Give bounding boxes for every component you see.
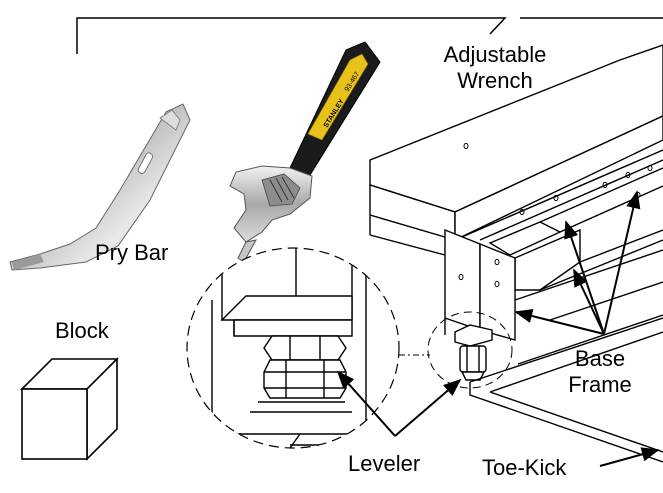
block-cube-drawing — [20, 357, 119, 461]
pointer-arrows — [336, 190, 660, 467]
cabinet-base-drawing — [369, 44, 663, 463]
adjustable-wrench-image: STANLEY 93-467 — [229, 41, 381, 263]
base-frame-label-line2: Frame — [568, 372, 632, 397]
leveler-callout-small-circle — [427, 311, 513, 389]
leveler-detail-view — [186, 247, 400, 449]
base-frame-label-line1: Base — [574, 346, 626, 371]
pry-bar-label: Pry Bar — [95, 240, 169, 265]
block-label: Block — [55, 318, 109, 343]
leveler-label: Leveler — [348, 451, 421, 476]
adjustable-wrench-label: Adjustable Wrench — [424, 42, 566, 94]
base-frame-label: Base Frame — [550, 346, 650, 398]
toe-kick-label: Toe-Kick — [482, 455, 567, 480]
top-border-line — [76, 17, 663, 54]
pry-bar-image — [9, 103, 191, 271]
adjustable-wrench-label-line1: Adjustable — [443, 42, 547, 67]
adjustable-wrench-label-line2: Wrench — [457, 68, 533, 93]
